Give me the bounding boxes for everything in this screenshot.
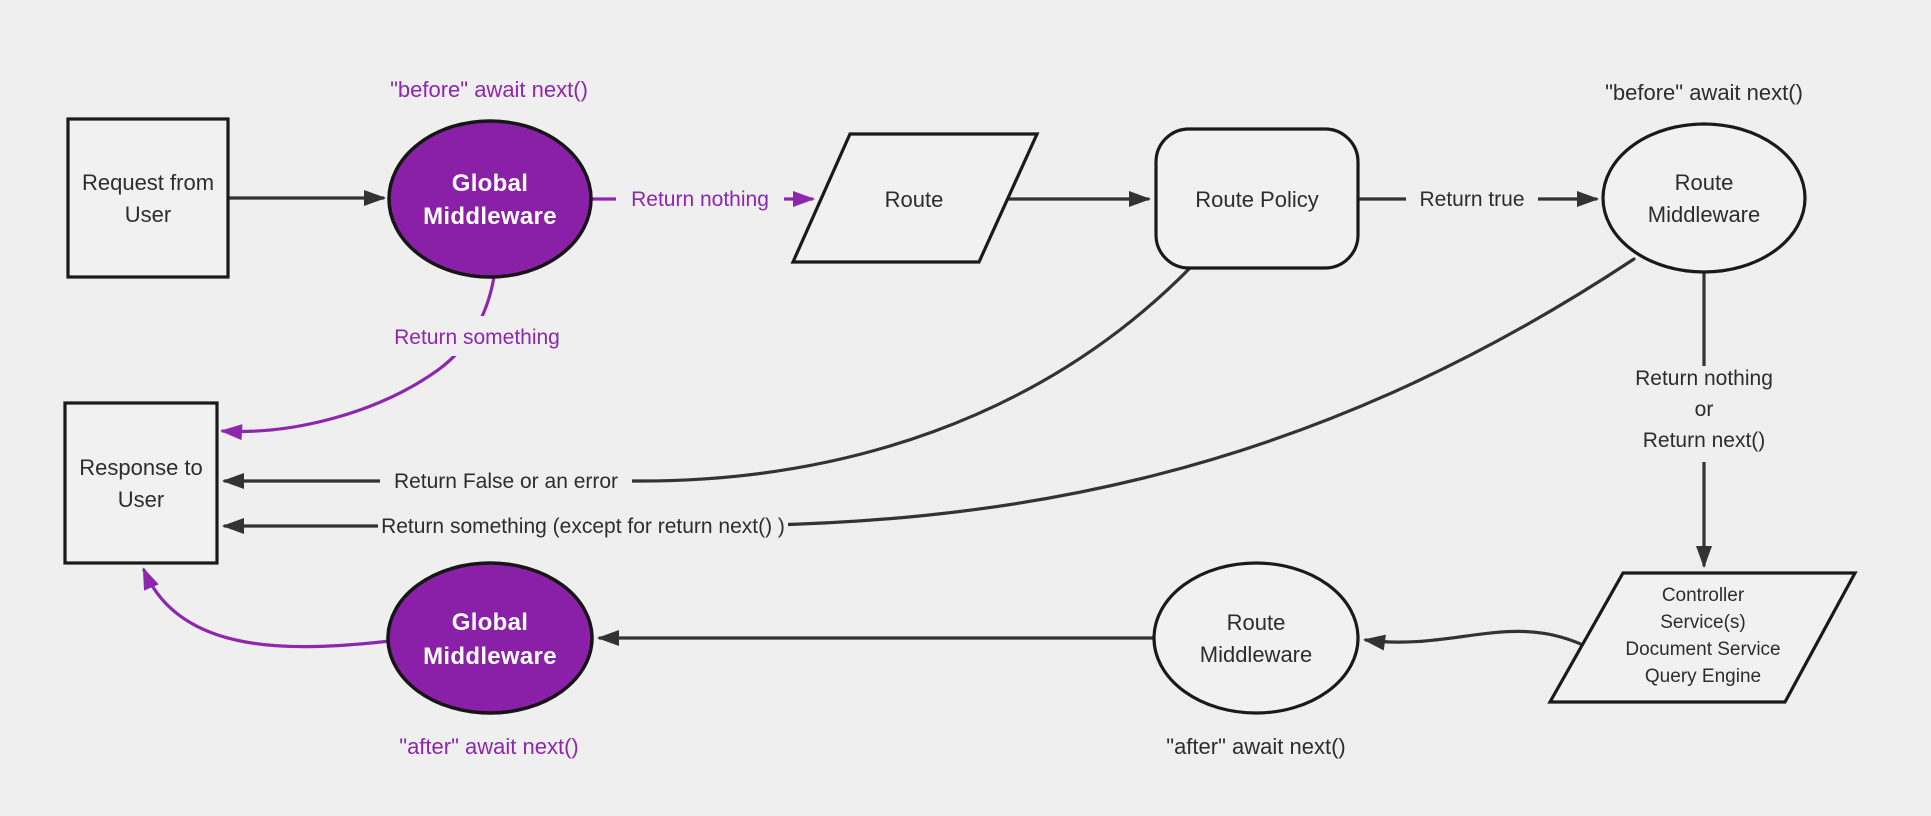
edge-controller-to-route-middleware-bottom bbox=[1363, 629, 1595, 652]
route-middleware-top-label: Route bbox=[1675, 170, 1734, 195]
annotation-after-await-mid: "after" await next() bbox=[1166, 734, 1345, 759]
edge-label-return-something-except: Return something (except for return next… bbox=[378, 506, 788, 546]
label-background bbox=[378, 506, 788, 546]
edge-label-text: Return something bbox=[394, 326, 560, 349]
route-node: Route bbox=[790, 132, 1040, 264]
global-middleware-bottom-label: Middleware bbox=[423, 643, 557, 670]
edge-route-middleware-top-to-response bbox=[222, 257, 1636, 534]
edge-label-text: Return False or an error bbox=[394, 470, 618, 493]
route-node-shape bbox=[790, 132, 1040, 264]
label-background bbox=[380, 461, 632, 501]
annotation-after-await-left: "after" await next() bbox=[399, 734, 578, 759]
route-policy-shape bbox=[1154, 127, 1360, 270]
nodes: Request from User Global Middleware Rout… bbox=[63, 117, 1858, 715]
route-middleware-bottom-node: Route Middleware bbox=[1152, 561, 1360, 715]
edge-label-return-true: Return true bbox=[1406, 180, 1538, 218]
edge-label-return-something: Return something bbox=[383, 316, 571, 356]
edge-global-middleware-bottom-to-response bbox=[142, 567, 392, 649]
route-middleware-top-shape bbox=[1601, 122, 1807, 274]
route-middleware-bottom-label: Middleware bbox=[1200, 642, 1313, 667]
global-middleware-top-label: Middleware bbox=[423, 203, 557, 230]
route-middleware-top-label: Middleware bbox=[1648, 202, 1761, 227]
request-node-label: User bbox=[125, 202, 171, 227]
edge-label-text: Return nothing bbox=[1635, 367, 1773, 390]
request-node-label: Request from bbox=[82, 170, 214, 195]
response-node-shape bbox=[63, 401, 219, 565]
response-node-label: User bbox=[118, 487, 164, 512]
edge-label-return-false-or-error: Return False or an error bbox=[380, 461, 632, 501]
edge-label-text: Return nothing bbox=[631, 188, 769, 211]
global-middleware-bottom-label: Global bbox=[452, 609, 528, 636]
label-background bbox=[1406, 180, 1538, 218]
edge-label-return-nothing: Return nothing bbox=[616, 179, 784, 219]
global-middleware-top-node: Global Middleware bbox=[387, 119, 593, 279]
route-policy-node: Route Policy bbox=[1154, 127, 1360, 270]
response-node-label: Response to bbox=[79, 455, 203, 480]
route-node-label: Route bbox=[885, 187, 944, 212]
annotation-before-await-top: "before" await next() bbox=[390, 77, 588, 102]
label-background bbox=[1612, 366, 1796, 462]
edge-label-text: Return true bbox=[1419, 188, 1524, 211]
route-policy-label: Route Policy bbox=[1195, 187, 1319, 212]
route-middleware-bottom-shape bbox=[1152, 561, 1360, 715]
label-background bbox=[383, 316, 571, 356]
annotation-before-await-right: "before" await next() bbox=[1605, 80, 1803, 105]
request-node: Request from User bbox=[66, 117, 230, 279]
global-middleware-bottom-node: Global Middleware bbox=[386, 561, 594, 715]
route-middleware-top-node: Route Middleware bbox=[1601, 122, 1807, 274]
edge-route-policy-to-response bbox=[222, 266, 1192, 489]
controller-services-label: Service(s) bbox=[1660, 612, 1746, 633]
edge-label-return-nothing-or-next: Return nothing or Return next() bbox=[1612, 366, 1796, 462]
controller-services-label: Controller bbox=[1662, 585, 1745, 606]
global-middleware-top-label: Global bbox=[452, 170, 528, 197]
controller-services-label: Query Engine bbox=[1645, 666, 1761, 687]
controller-services-node: Controller Service(s) Document Service Q… bbox=[1547, 571, 1858, 704]
controller-services-shape bbox=[1547, 571, 1858, 704]
response-node: Response to User bbox=[63, 401, 219, 565]
edge-label-text: Return something (except for return next… bbox=[381, 515, 785, 538]
edge-label-text: Return next() bbox=[1643, 429, 1766, 452]
controller-services-label: Document Service bbox=[1625, 639, 1780, 660]
global-middleware-top-shape bbox=[387, 119, 593, 279]
label-background bbox=[616, 179, 784, 219]
route-middleware-bottom-label: Route bbox=[1227, 610, 1286, 635]
annotations: "before" await next() "before" await nex… bbox=[390, 77, 1803, 759]
edge-label-text: or bbox=[1695, 398, 1714, 421]
global-middleware-bottom-shape bbox=[386, 561, 594, 715]
edge-labels: Return nothing Return true Return nothin… bbox=[378, 179, 1796, 546]
request-node-shape bbox=[66, 117, 230, 279]
